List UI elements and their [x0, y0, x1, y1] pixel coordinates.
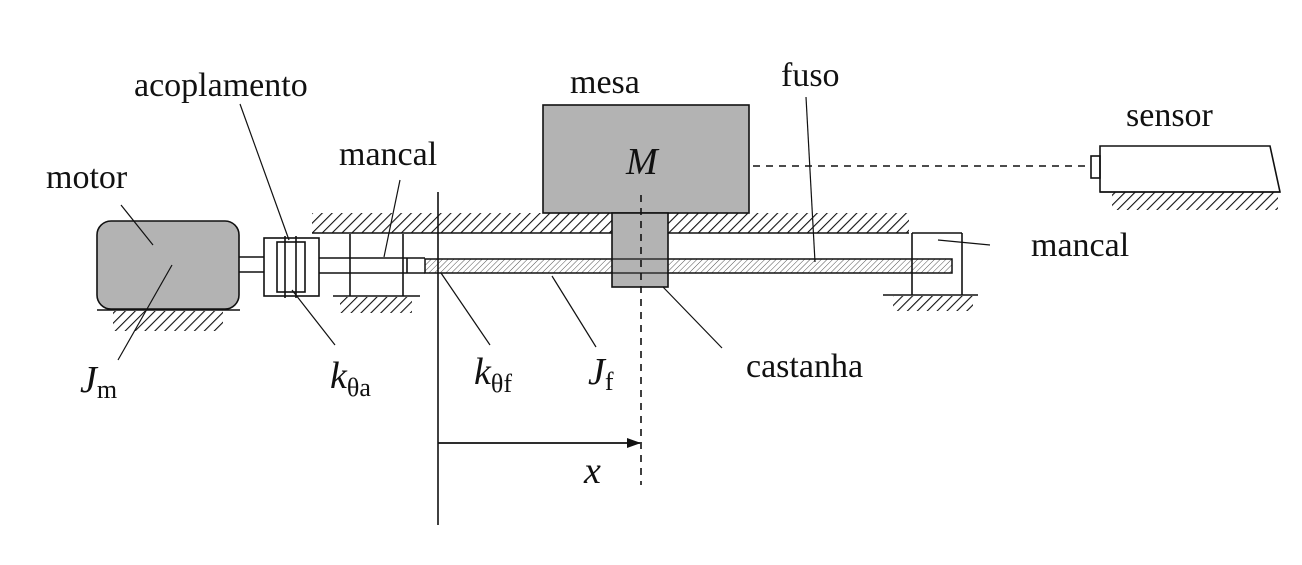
lead-screw [424, 258, 953, 274]
symbol-M: M [625, 141, 660, 183]
label-motor: motor [46, 159, 128, 196]
leader-lines [117, 96, 991, 361]
symbol-Jf: Jf [588, 351, 614, 396]
shaft [319, 257, 425, 274]
symbol-k-theta-a: kθa [330, 355, 371, 402]
guide-rail [312, 213, 909, 234]
left-bearing [333, 234, 420, 313]
sensor-body [1090, 145, 1281, 210]
right-bearing [883, 232, 978, 311]
label-mancal-right: mancal [1031, 227, 1129, 264]
label-castanha: castanha [746, 348, 863, 385]
label-acoplamento: acoplamento [134, 67, 308, 104]
label-mancal-left: mancal [339, 136, 437, 173]
label-mesa: mesa [570, 64, 640, 101]
symbol-Jm: Jm [80, 359, 117, 404]
label-sensor: sensor [1126, 97, 1214, 134]
label-fuso: fuso [781, 57, 840, 94]
coupling [263, 236, 320, 298]
symbol-k-theta-f: kθf [474, 351, 512, 398]
nut [611, 212, 669, 288]
symbol-x: x [583, 450, 601, 492]
table-mass [542, 104, 750, 214]
motor-body [96, 220, 264, 331]
